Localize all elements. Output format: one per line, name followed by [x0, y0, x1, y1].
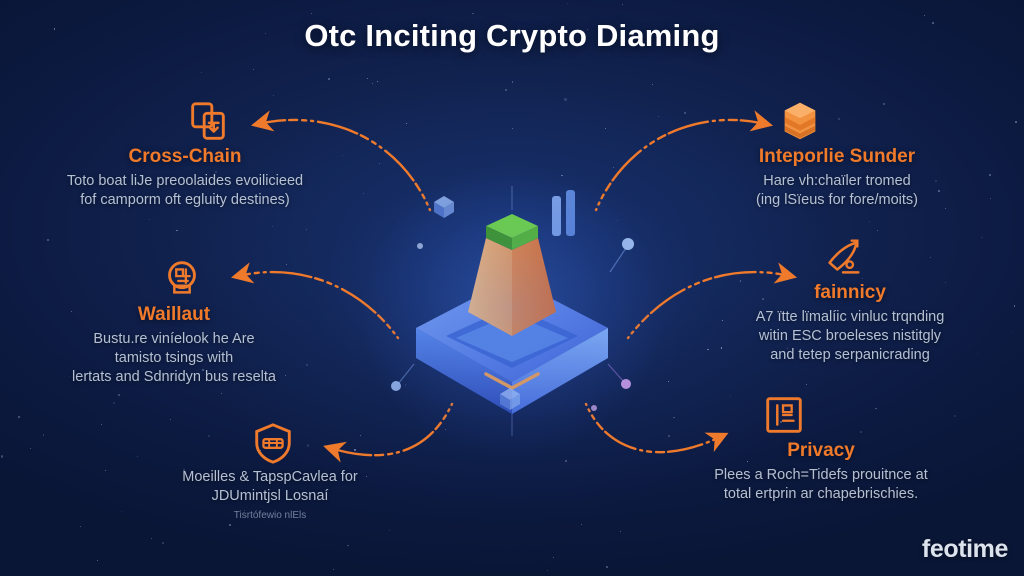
feature-body-line: Toto boat liJe preoolaides evoilicieed: [66, 172, 304, 189]
feature-body-line: Moeilles & TapspCavlea for: [182, 469, 358, 485]
documents-copy-icon: [191, 102, 225, 140]
feature-heading: Waillaut: [137, 304, 211, 325]
rocket-scale-icon: [828, 239, 860, 274]
feature-heading: fainnicy: [814, 282, 886, 303]
feature-sub-line: Tisrtófewio nlEls: [233, 509, 307, 521]
feature-interop[interactable]: Inteporlie Sunder Hare vh:chaïler tromed…: [672, 98, 1002, 210]
feature-cross-chain[interactable]: Cross-Chain Toto boat liJe preoolaides e…: [20, 98, 350, 210]
watermark: feotime: [921, 535, 1009, 563]
feature-body-line: Bustu.re viníelook he Are: [93, 330, 255, 347]
center-illustration: [362, 166, 662, 456]
framed-document-icon: [766, 397, 802, 433]
layered-cube-icon: [784, 102, 816, 140]
page-title: Otc Inciting Crypto Diaming: [304, 18, 720, 53]
feature-modules[interactable]: Moeilles & TapspCavlea for JDUmintjsl Lo…: [120, 420, 420, 522]
feature-body-line: fof camporm oft egluity destines): [80, 192, 290, 209]
feature-body-line: lertats and Sdnridyn bus reselta: [72, 369, 276, 386]
feature-body-line: Plees a Roch=Tidefs prouitnce at: [714, 466, 928, 483]
feature-wallet[interactable]: Waillaut Bustu.re viníelook he Are tamis…: [14, 256, 334, 388]
lock-circuit-icon: [168, 261, 196, 294]
shield-icon: [255, 423, 291, 464]
feature-heading: Cross-Chain: [128, 146, 242, 167]
feature-heading: Privacy: [787, 440, 855, 461]
feature-body-line: (ing lSïeus for fore/moits): [756, 192, 918, 209]
feature-heading: Inteporlie Sunder: [758, 146, 916, 167]
feature-body-line: A7 ïtte lïmalíic vinluc trqnding: [755, 308, 945, 325]
feature-body-line: Hare vh:chaïler tromed: [763, 172, 911, 189]
feature-privacy[interactable]: Privacy Plees a Roch=Tidefs prouitnce at…: [646, 392, 996, 504]
isometric-platform-graphic: [391, 186, 634, 436]
feature-body-line: tamisto tsings with: [114, 350, 234, 367]
feature-finance[interactable]: fainnicy A7 ïtte lïmalíic vinluc trqndin…: [700, 234, 1000, 366]
feature-body-line: and tetep serpanicrading: [770, 347, 930, 364]
feature-body-line: JDUmintjsl Losnaí: [211, 488, 329, 505]
feature-body-line: witin ESC broeleses nistitgly: [758, 328, 942, 345]
feature-body-line: total ertprin ar chapebrischies.: [723, 486, 919, 503]
